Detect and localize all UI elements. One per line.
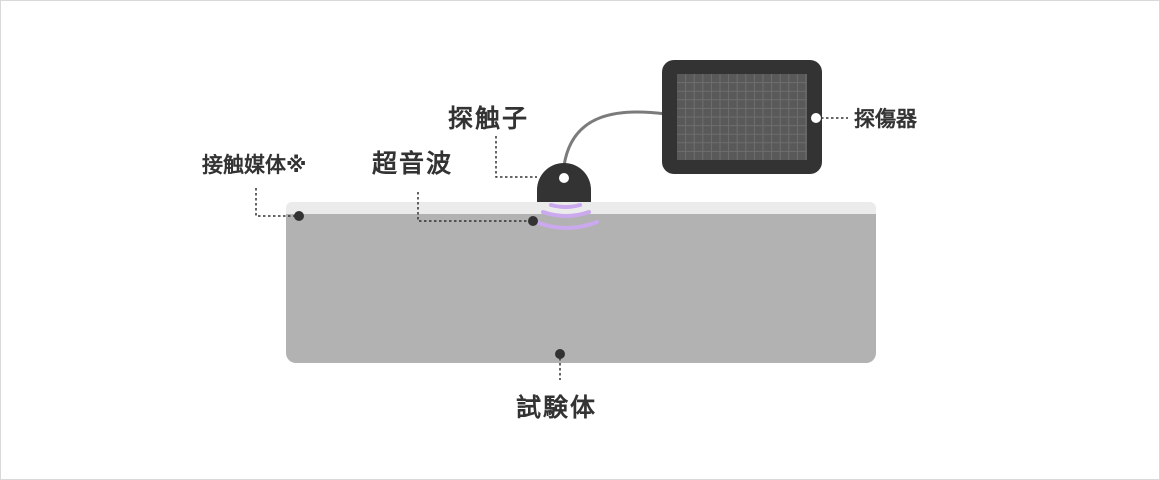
device-port bbox=[811, 113, 821, 123]
wave-arc-2 bbox=[541, 210, 591, 218]
dot-couplant bbox=[294, 211, 304, 221]
leader-couplant bbox=[255, 188, 298, 217]
leader-probe bbox=[495, 136, 537, 178]
wave-arc-3 bbox=[534, 220, 599, 230]
label-probe: 探触子 bbox=[448, 104, 529, 133]
label-flaw-detector: 探傷器 bbox=[854, 107, 918, 131]
test-specimen bbox=[286, 202, 876, 363]
leader-ultrasonic-wave bbox=[417, 192, 532, 222]
specimen-block bbox=[286, 202, 876, 363]
leader-lines bbox=[255, 117, 848, 380]
probe-cable bbox=[562, 110, 667, 167]
dot-ultrasonic-wave bbox=[528, 216, 538, 226]
label-test-specimen: 試験体 bbox=[516, 393, 597, 422]
ultrasonic-wave-arcs bbox=[534, 203, 599, 230]
screen-grid bbox=[677, 74, 807, 160]
dot-specimen bbox=[555, 349, 565, 359]
couplant-layer-fill bbox=[286, 208, 876, 214]
wave-arc-1 bbox=[549, 203, 582, 209]
probe-indicator bbox=[559, 173, 569, 183]
probe bbox=[537, 163, 591, 202]
label-couplant: 接触媒体※ bbox=[202, 153, 306, 177]
label-ultrasonic-wave: 超音波 bbox=[372, 149, 453, 178]
flaw-detector-device bbox=[662, 60, 822, 174]
